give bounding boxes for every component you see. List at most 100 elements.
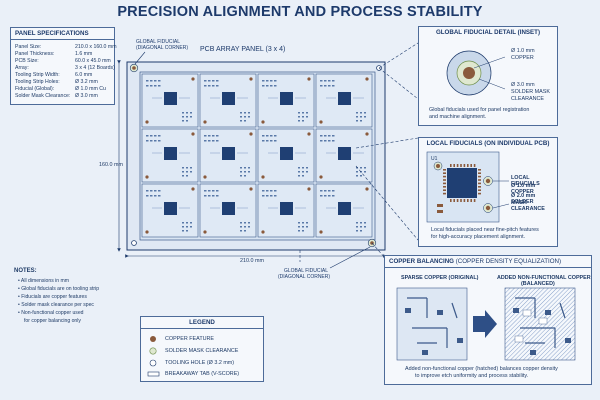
note-item: for copper balancing only	[24, 318, 81, 324]
spec-label: Panel Size:	[15, 44, 42, 50]
legend-box: LEGEND COPPER FEATURE SOLDER MASK CLEARA…	[140, 316, 264, 382]
legend-heading: LEGEND	[141, 317, 263, 329]
notes-section: NOTES: • All dimensions in mm • Global f…	[14, 268, 124, 328]
pcb-board	[141, 128, 199, 183]
qfn-pin	[443, 179, 446, 181]
spec-label: Array:	[15, 65, 29, 71]
global-caption-1: Global fiducials used for panel registra…	[429, 107, 530, 113]
mask-label: SOLDER MASK	[511, 89, 550, 95]
spec-label: Tooling Strip Width:	[15, 72, 60, 78]
global-detail-heading: GLOBAL FIDUCIAL DETAIL (INSET)	[435, 29, 541, 36]
local-caption-2: for high-accuracy placement alignment.	[431, 234, 526, 240]
copper-trace	[559, 302, 566, 319]
qfn-pin	[443, 192, 446, 195]
fiducial-bottom-label-1: GLOBAL FIDUCIAL	[284, 268, 328, 274]
copper-pad	[405, 308, 411, 313]
note-text: for copper balancing only	[24, 318, 81, 324]
spec-label: Panel Thickness:	[15, 51, 55, 57]
notes-heading: NOTES:	[14, 268, 37, 274]
panel-height-label: 160.0 mm	[99, 162, 123, 168]
copper-pad	[565, 338, 571, 343]
sparse-copper-title: SPARSE COPPER (ORIGINAL)	[401, 275, 479, 281]
pcb-board	[257, 183, 315, 238]
note-text: Fiducials are copper features	[21, 294, 87, 300]
spec-value: 6.0 mm	[75, 72, 93, 78]
qfn-pin	[478, 175, 481, 178]
panel-title: PCB ARRAY PANEL (3 x 4)	[200, 46, 286, 53]
note-text: All dimensions in mm	[20, 278, 70, 284]
copper-pad	[513, 308, 519, 313]
qfn-pin	[467, 164, 469, 167]
qfn-pin	[443, 175, 446, 178]
qfn-pin	[478, 172, 481, 174]
copper-balancing-illustration	[396, 287, 576, 361]
qfn-pin	[478, 192, 481, 195]
panel-specifications-box: PANEL SPECIFICATIONS Panel Size: 210.0 x …	[10, 27, 117, 105]
copper-pad	[457, 338, 463, 343]
local-fid-label-3: Ø 2.0 mm SOLDER	[511, 193, 536, 205]
spec-label: PCB Size:	[15, 58, 39, 64]
spec-row: PCB Size: 60.0 x 45.0 mm	[15, 58, 111, 64]
global-fiducial-top-copper	[132, 66, 136, 70]
copper-caption-2: to improve etch uniformity and process s…	[415, 373, 529, 379]
legend-symbols	[147, 336, 160, 377]
copper-trace	[451, 302, 458, 319]
note-item: • Global fiducials are on tooling strip	[18, 286, 100, 292]
pcb-board	[199, 128, 257, 183]
legend-copper-symbol	[150, 336, 156, 342]
legend-tab-symbol	[147, 371, 160, 377]
note-item: • Solder mask clearance per spec	[18, 302, 94, 308]
balanced-copper-title-2: (BALANCED)	[521, 281, 555, 287]
copper-pad	[422, 350, 428, 355]
pcb-board	[315, 128, 373, 183]
spec-value: 60.0 x 45.0 mm	[75, 58, 111, 64]
mask-clearance-label: CLEARANCE	[511, 96, 544, 102]
clearance-area	[522, 309, 532, 317]
qfn-pin	[470, 199, 472, 202]
copper-heading-rest: (COPPER DENSITY EQUALIZATION)	[455, 258, 562, 265]
legend-mask-symbol	[149, 347, 157, 355]
note-text: Global fiducials are on tooling strip	[21, 286, 100, 292]
global-fiducial-detail-box: GLOBAL FIDUCIAL DETAIL (INSET) Ø 1.0 mm …	[418, 26, 558, 126]
spec-row: Tooling Strip Width: 6.0 mm	[15, 72, 92, 78]
qfn-pin	[460, 199, 462, 202]
fiducial-top-label-2: (DIAGONAL CORNER)	[136, 45, 189, 51]
copper-pad	[545, 310, 551, 315]
spec-row: Solder Mask Clearance: Ø 3.0 mm	[15, 93, 98, 99]
qfn-pin	[453, 199, 455, 202]
spec-value: Ø 3.0 mm	[75, 93, 98, 99]
qfn-pin	[478, 179, 481, 181]
pcb-board	[199, 73, 257, 128]
qfn-pin	[473, 199, 476, 202]
spec-value: Ø 3.2 mm	[75, 79, 98, 85]
qfn-pin	[443, 182, 446, 185]
spec-label: Fiducial (Global):	[15, 86, 55, 92]
specs-heading: PANEL SPECIFICATIONS	[11, 28, 114, 40]
pcb-board	[315, 183, 373, 238]
qfn-pin	[456, 164, 459, 167]
spec-label: Solder Mask Clearance:	[15, 93, 71, 99]
copper-pad	[530, 350, 536, 355]
spec-value: 3 x 4 (12 Boards)	[75, 65, 115, 71]
pcb-board	[199, 183, 257, 238]
pcb-board	[141, 183, 199, 238]
copper-heading: COPPER BALANCING (COPPER DENSITY EQUALIZ…	[385, 256, 591, 268]
legend-tooling-symbol	[149, 359, 157, 367]
qfn-pin	[463, 199, 466, 202]
qfn-pin	[460, 164, 462, 167]
copper-diameter: Ø 1.0 mm	[511, 48, 535, 54]
note-item: • Fiducials are copper features	[18, 294, 87, 300]
fiducial-bottom-label-2: (DIAGONAL CORNER)	[278, 274, 331, 280]
spec-value: 210.0 x 160.0 mm	[75, 44, 117, 50]
spec-row: Panel Thickness:1.6 mm	[15, 51, 92, 57]
copper-label: COPPER	[511, 55, 534, 61]
qfn-pin	[443, 172, 446, 174]
note-item: • All dimensions in mm	[18, 278, 70, 284]
legend-item-tooling: TOOLING HOLE (Ø 3.2 mm)	[165, 360, 235, 366]
copper-caption-1: Added non-functional copper (hatched) ba…	[405, 366, 558, 372]
local-fid-label-2: Ø 1.0 mm COPPER	[511, 183, 536, 195]
fiducial-top-label-1: GLOBAL FIDUCIAL	[136, 39, 180, 45]
qfn-pin	[470, 164, 472, 167]
qfn-pin	[450, 199, 452, 202]
